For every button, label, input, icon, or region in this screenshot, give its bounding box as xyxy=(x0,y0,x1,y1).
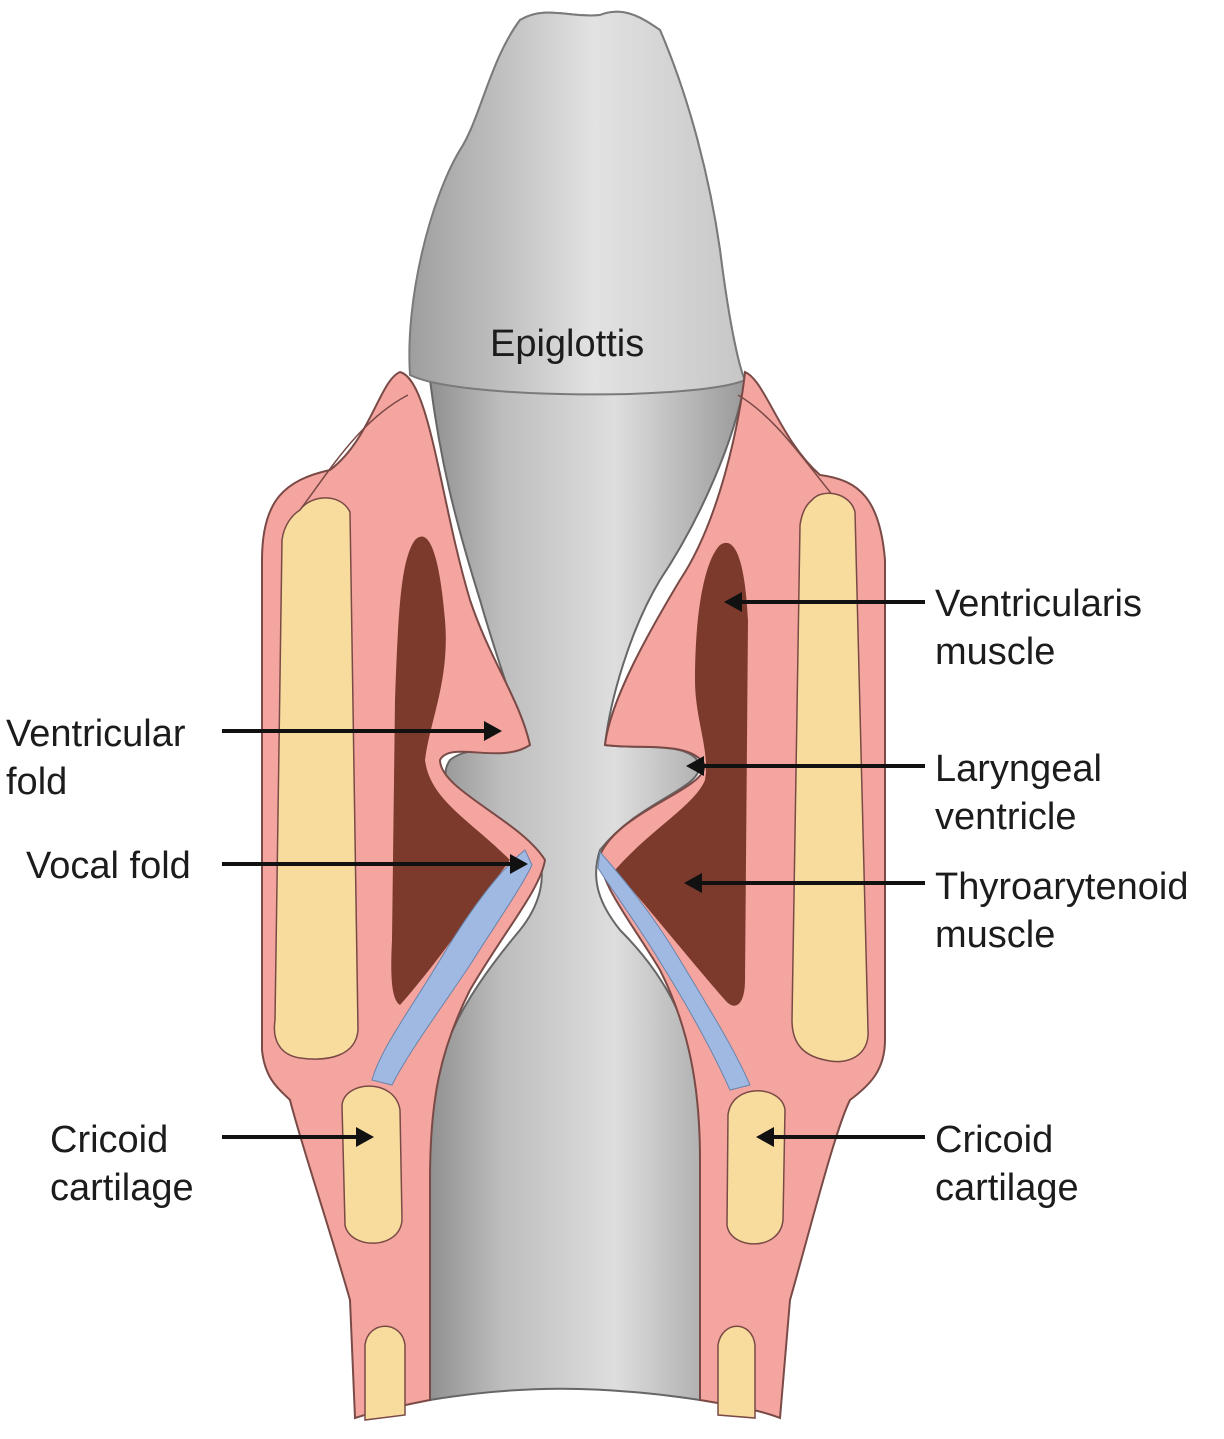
label-ventricularis-line2: muscle xyxy=(935,631,1055,673)
arrow-thyroarytenoid xyxy=(684,873,925,893)
label-ventricularis-line1: Ventricularis xyxy=(935,583,1142,625)
label-ventricular-fold-line1: Ventricular xyxy=(6,713,186,755)
label-cricoid-right-line2: cartilage xyxy=(935,1167,1079,1209)
left-inner-ridge xyxy=(299,394,409,511)
right-cricoid-cartilage xyxy=(726,1090,786,1245)
arrows xyxy=(222,592,925,1147)
label-thyroarytenoid-line1: Thyroarytenoid xyxy=(935,866,1188,908)
arrow-ventricularis xyxy=(724,592,925,612)
arrow-vocal-fold xyxy=(222,854,528,874)
label-vocal-fold: Vocal fold xyxy=(26,845,191,887)
label-laryngeal-line2: ventricle xyxy=(935,796,1077,838)
right-conus-elasticus xyxy=(597,850,751,1091)
label-cricoid-right-line1: Cricoid xyxy=(935,1119,1053,1161)
label-laryngeal-line1: Laryngeal xyxy=(935,748,1102,790)
left-thyroarytenoid-muscle xyxy=(391,536,510,1005)
label-epiglottis: Epiglottis xyxy=(490,323,644,365)
arrow-laryngeal-ventricle xyxy=(686,756,925,776)
right-tracheal-ring xyxy=(717,1325,756,1419)
arrow-cricoid-left xyxy=(222,1127,374,1147)
arrow-cricoid-right xyxy=(756,1127,925,1147)
left-tracheal-ring xyxy=(364,1325,406,1421)
label-cricoid-left-line2: cartilage xyxy=(50,1167,194,1209)
label-cricoid-left-line1: Cricoid xyxy=(50,1119,168,1161)
arrow-ventricular-fold xyxy=(222,721,502,741)
right-thyroarytenoid-muscle xyxy=(615,542,748,1006)
label-ventricular-fold-line2: fold xyxy=(6,761,67,803)
left-conus-elasticus xyxy=(371,849,533,1086)
left-thyroid-cartilage xyxy=(273,497,359,1060)
label-thyroarytenoid-line2: muscle xyxy=(935,914,1055,956)
epiglottis xyxy=(408,10,747,396)
right-thyroid-cartilage xyxy=(791,492,869,1063)
left-cricoid-cartilage xyxy=(341,1085,403,1244)
